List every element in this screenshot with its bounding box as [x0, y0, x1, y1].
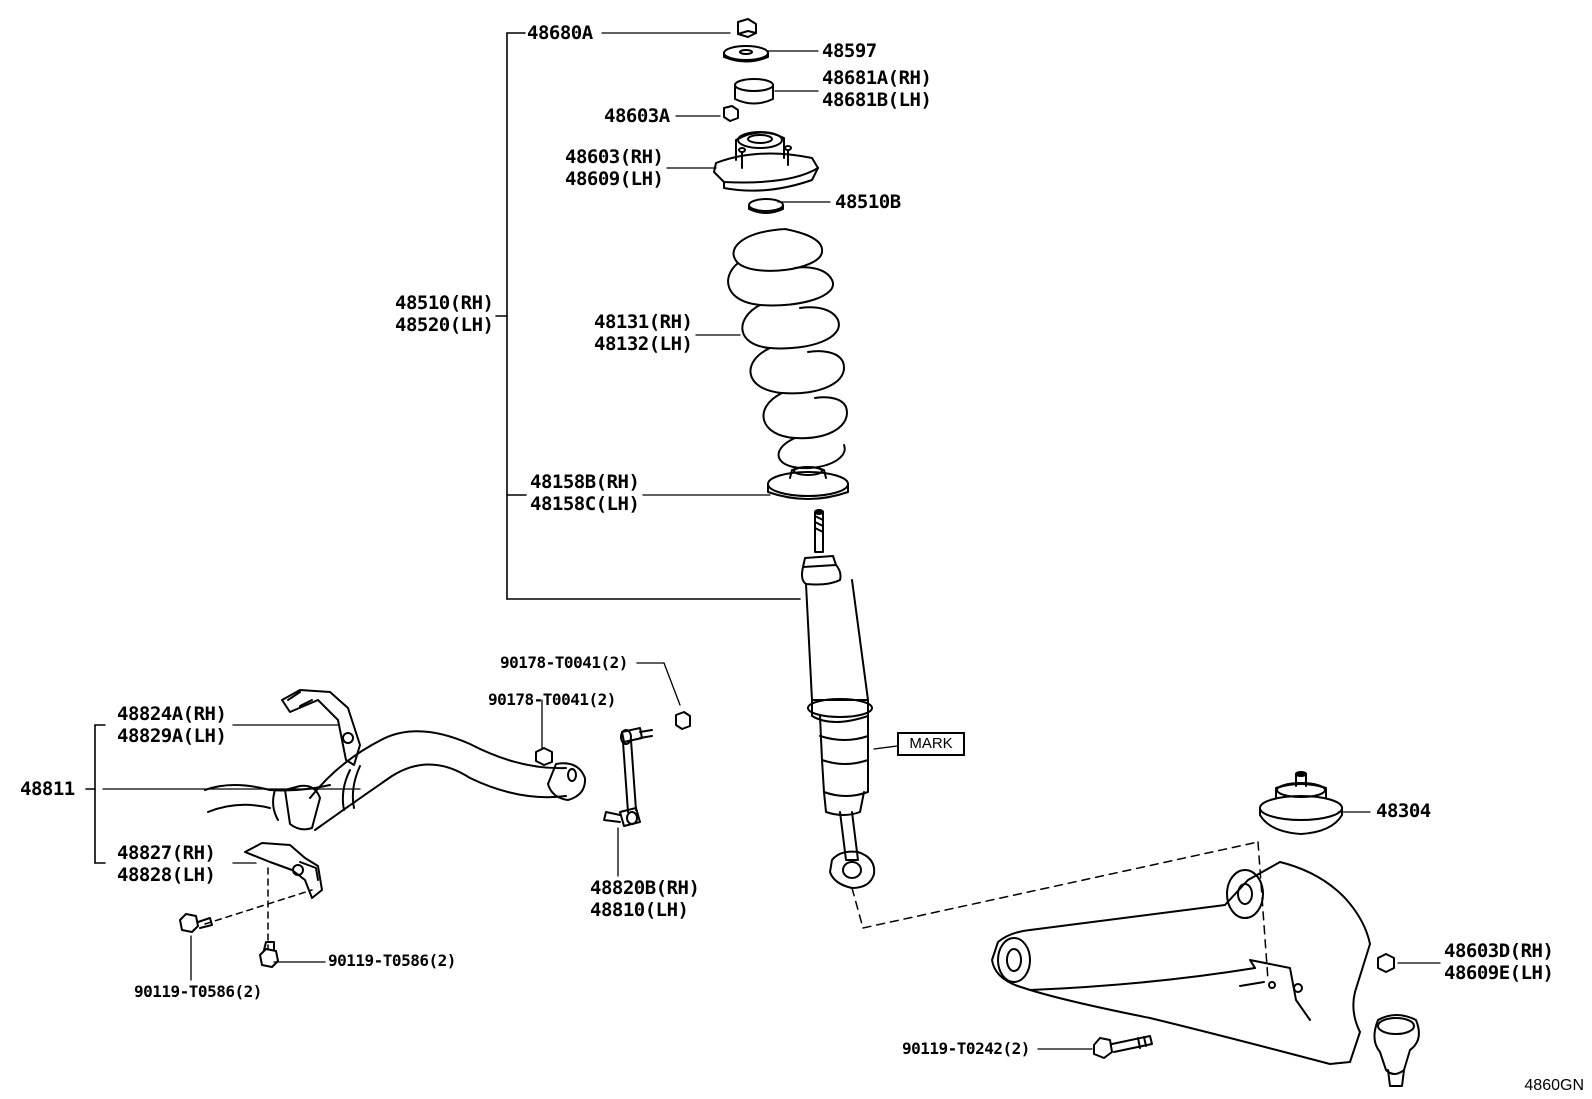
part-number-lh: 48828(LH)	[117, 864, 216, 886]
label-48680a: 48680A	[527, 22, 593, 44]
label-90119-left: 90119-T0586(2)	[134, 982, 262, 1002]
bracket-dashed-lines	[204, 867, 313, 949]
part-number: 48304	[1376, 800, 1431, 822]
shock-absorber	[801, 509, 876, 889]
label-48304: 48304	[1376, 800, 1431, 822]
label-90178-upper: 90178-T0041(2)	[500, 653, 628, 673]
part-number-lh: 48520(LH)	[395, 314, 494, 336]
washer-48597	[723, 45, 769, 63]
nut-48603d	[1377, 953, 1395, 973]
part-number-rh: 48820B(RH)	[590, 877, 700, 899]
stabilizer-bracket	[85, 724, 106, 864]
top-nut-48680a	[737, 18, 757, 38]
label-48820b: 48820B(RH) 48810(LH)	[590, 877, 700, 921]
part-number: 90178-T0041(2)	[488, 690, 616, 709]
part-number: 90178-T0041(2)	[500, 653, 628, 672]
link-nut-upper	[675, 711, 691, 730]
mark-label: MARK	[897, 732, 965, 756]
label-48603d: 48603D(RH) 48609E(LH)	[1444, 940, 1554, 984]
part-number-lh: 48132(LH)	[594, 333, 693, 355]
part-number-rh: 48131(RH)	[594, 311, 693, 333]
label-90119-t0242: 90119-T0242(2)	[902, 1039, 1030, 1059]
cushion-48681	[734, 78, 774, 105]
label-48824a: 48824A(RH) 48829A(LH)	[117, 703, 227, 747]
part-number: 90119-T0586(2)	[134, 982, 262, 1001]
part-number-rh: 48603(RH)	[565, 146, 664, 168]
coil-spring-48131	[727, 228, 848, 470]
insulator-48510b	[748, 198, 784, 214]
bolt-90119-right	[259, 941, 279, 968]
part-number: 48603A	[604, 105, 670, 127]
strut-support-48603	[713, 131, 819, 192]
part-number: 48680A	[527, 22, 593, 44]
part-number: 90119-T0242(2)	[902, 1039, 1030, 1058]
part-number-rh: 48603D(RH)	[1444, 940, 1554, 962]
leader-lines	[102, 32, 1441, 1050]
part-number-lh: 48829A(LH)	[117, 725, 227, 747]
dashed-reference-line	[851, 841, 1269, 981]
label-90119-right: 90119-T0586(2)	[328, 951, 456, 971]
strut-assembly-bracket	[495, 32, 801, 600]
stabilizer-bracket-48824a	[281, 689, 361, 766]
label-48158: 48158B(RH) 48158C(LH)	[530, 471, 640, 515]
part-number-lh: 48681B(LH)	[822, 89, 932, 111]
label-48131: 48131(RH) 48132(LH)	[594, 311, 693, 355]
label-48597: 48597	[822, 40, 877, 62]
bolt-90119-left	[179, 913, 213, 933]
bound-stopper-48304	[1259, 771, 1343, 835]
part-number-rh: 48158B(RH)	[530, 471, 640, 493]
label-48603a: 48603A	[604, 105, 670, 127]
part-number: 48811	[20, 778, 75, 800]
label-48681: 48681A(RH) 48681B(LH)	[822, 67, 932, 111]
stabilizer-bracket-48827	[244, 842, 323, 899]
part-number-rh: 48827(RH)	[117, 842, 216, 864]
label-48811: 48811	[20, 778, 75, 800]
stabilizer-bar	[204, 730, 587, 831]
part-number: 90119-T0586(2)	[328, 951, 456, 970]
part-number-lh: 48609E(LH)	[1444, 962, 1554, 984]
part-number-rh: 48681A(RH)	[822, 67, 932, 89]
illustration-code: 4860GN	[1524, 1077, 1584, 1094]
part-number-lh: 48609(LH)	[565, 168, 664, 190]
link-nut-lower	[535, 747, 553, 766]
part-number-lh: 48810(LH)	[590, 899, 689, 921]
nut-48603a	[723, 105, 739, 122]
label-48510b: 48510B	[835, 191, 901, 213]
spring-seat-48158b	[767, 466, 849, 500]
part-number: 48510B	[835, 191, 901, 213]
part-number: 48597	[822, 40, 877, 62]
label-90178-lower: 90178-T0041(2)	[488, 690, 616, 710]
bolt-90119-t0242	[1093, 1035, 1153, 1059]
part-number-lh: 48158C(LH)	[530, 493, 640, 515]
label-48827: 48827(RH) 48828(LH)	[117, 842, 216, 886]
label-48510: 48510(RH) 48520(LH)	[395, 292, 494, 336]
part-number-rh: 48824A(RH)	[117, 703, 227, 725]
part-number-rh: 48510(RH)	[395, 292, 494, 314]
label-48603: 48603(RH) 48609(LH)	[565, 146, 664, 190]
lower-arm	[991, 861, 1420, 1087]
stabilizer-link-48820b	[603, 727, 653, 827]
